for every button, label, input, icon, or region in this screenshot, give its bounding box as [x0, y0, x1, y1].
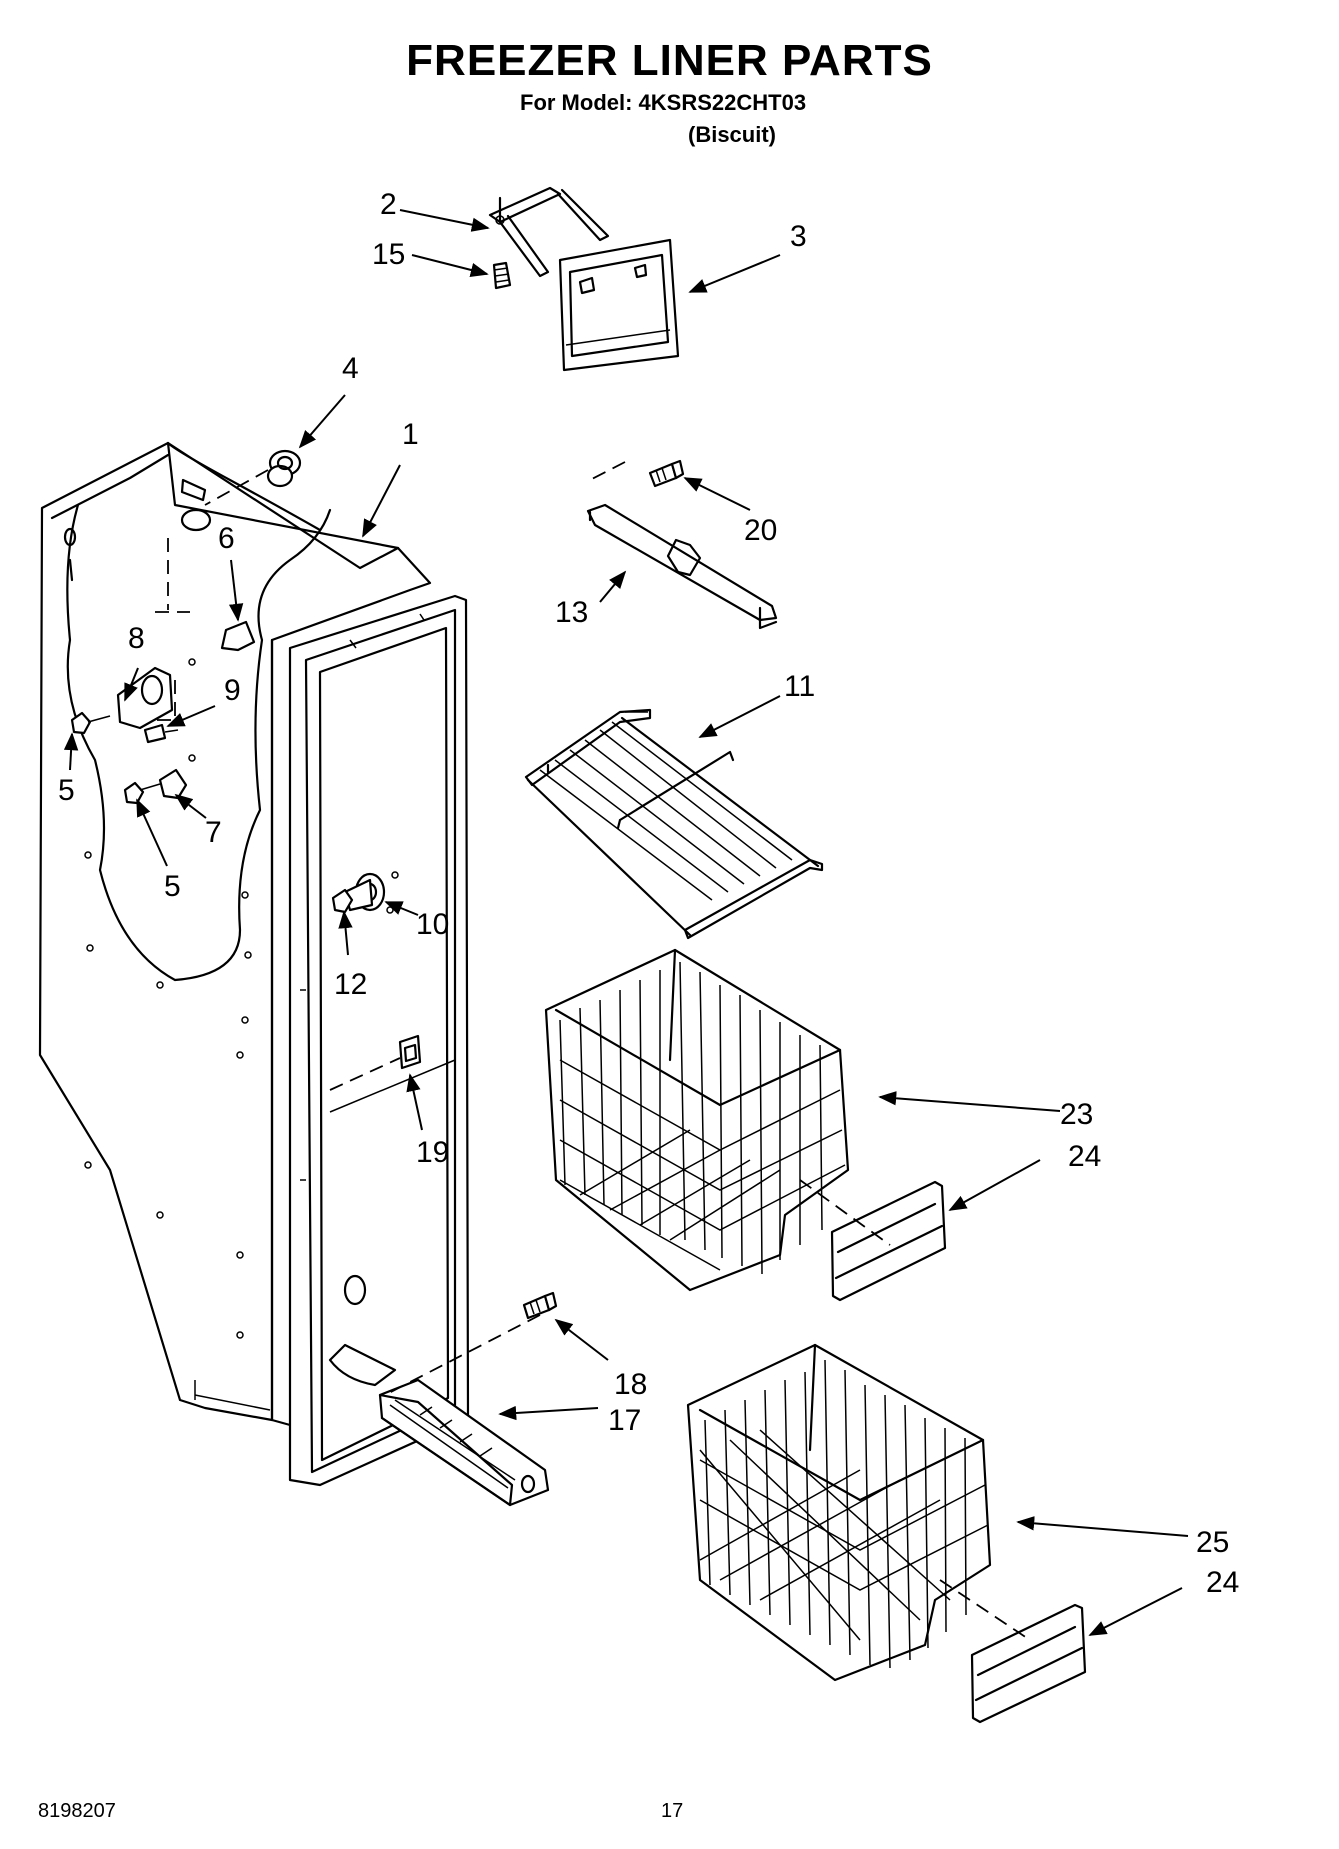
thermostat-hardware [70, 620, 256, 805]
callout-10: 10 [416, 908, 449, 941]
callout-23: 23 [1060, 1098, 1093, 1131]
callout-12: 12 [334, 968, 367, 1001]
callout-labels: 2 15 3 4 1 6 8 9 5 7 5 10 12 19 20 13 11… [58, 188, 1239, 1599]
callout-15: 15 [372, 238, 405, 271]
lower-freezer-basket [686, 1343, 992, 1682]
callout-5-lower: 5 [164, 870, 181, 903]
callout-24-upper: 24 [1068, 1140, 1101, 1173]
kick-grille [378, 1378, 550, 1507]
freezer-liner [38, 441, 470, 1487]
callout-1: 1 [402, 418, 419, 451]
callout-11: 11 [784, 670, 815, 703]
upper-basket-trim [830, 1180, 947, 1302]
callout-17: 17 [608, 1404, 641, 1437]
callout-6: 6 [218, 522, 235, 555]
callout-9: 9 [224, 674, 241, 707]
callout-5-upper: 5 [58, 774, 75, 807]
light-cover [558, 238, 680, 372]
callout-18: 18 [614, 1368, 647, 1401]
callout-8: 8 [128, 622, 145, 655]
callout-3: 3 [790, 220, 807, 253]
assembly-lines [204, 461, 1031, 1641]
callout-20: 20 [744, 514, 777, 547]
grille-screw [522, 1291, 558, 1320]
page-number: 17 [661, 1800, 684, 1822]
page-title: FREEZER LINER PARTS [406, 36, 933, 85]
light-bracket [488, 186, 610, 278]
document-number: 8198207 [38, 1800, 116, 1822]
shelf-support-rail [586, 503, 778, 630]
callout-2: 2 [380, 188, 397, 221]
callout-25: 25 [1196, 1526, 1229, 1559]
drain-plug [266, 449, 302, 488]
light-socket [331, 872, 386, 914]
callout-4: 4 [342, 352, 359, 385]
rail-screw [648, 459, 685, 488]
callout-24-lower: 24 [1206, 1566, 1239, 1599]
model-number: For Model: 4KSRS22CHT03 [520, 90, 807, 115]
lower-basket-trim [970, 1603, 1087, 1724]
leader-arrows [63, 209, 1189, 1636]
model-variant: (Biscuit) [688, 122, 776, 147]
wire-shelf [524, 708, 824, 940]
light-screw [492, 261, 512, 290]
callout-7: 7 [205, 816, 222, 849]
door-switch [398, 1034, 422, 1070]
upper-freezer-basket [544, 948, 850, 1292]
callout-19: 19 [416, 1136, 449, 1169]
callout-13: 13 [555, 596, 588, 629]
